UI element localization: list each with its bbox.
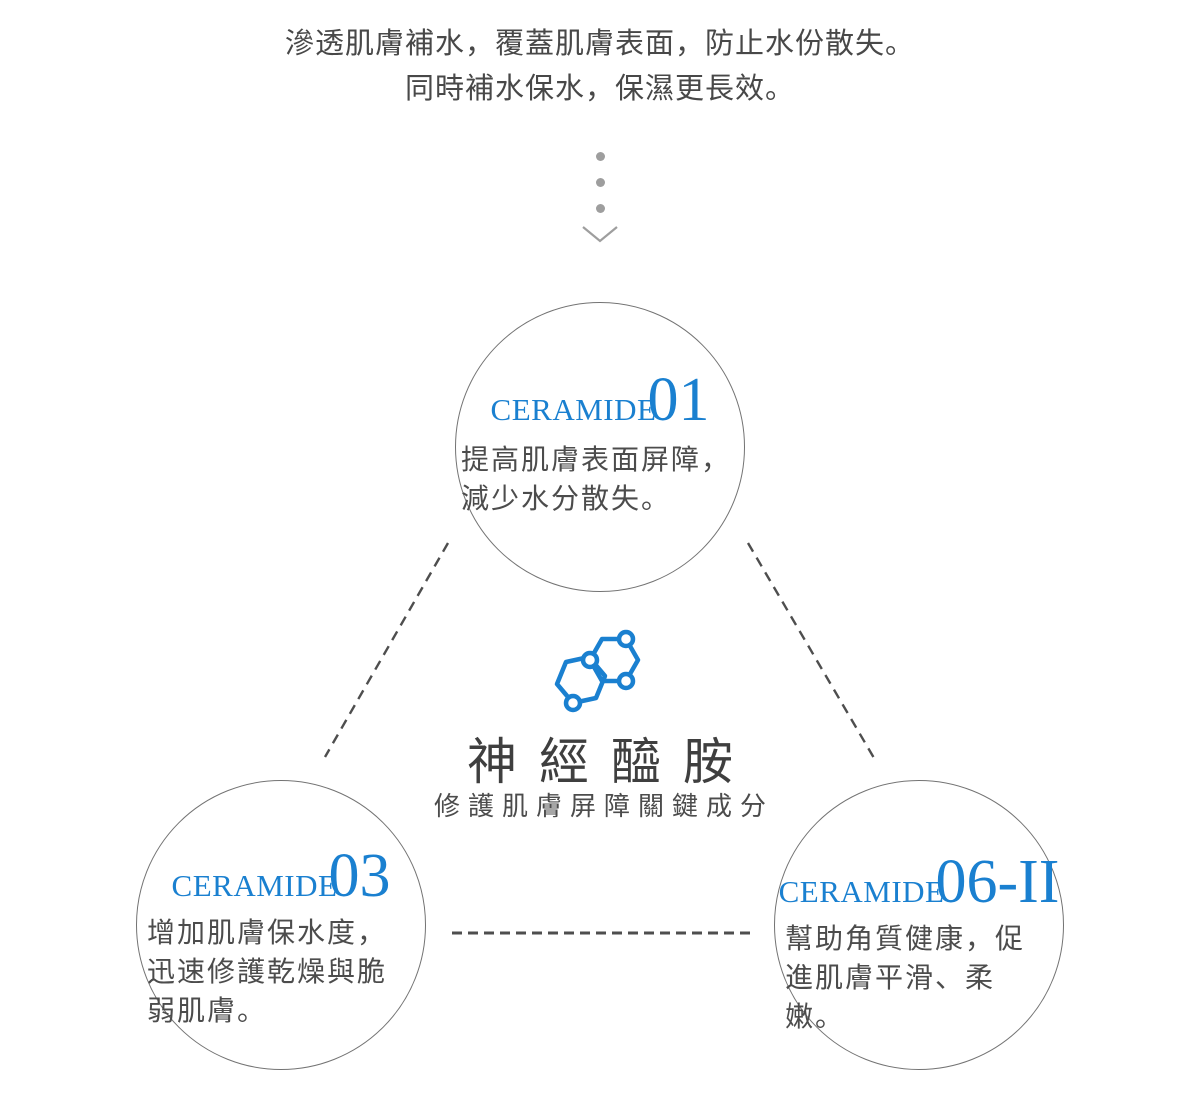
ceramide-06-ii-description: 幫助角質健康，促 進肌膚平滑、柔嫩。 (785, 923, 1026, 1032)
separator-dots (0, 152, 1200, 230)
ceramide-number-label: 03 (328, 842, 391, 910)
ceramide-number-label: 06-II (935, 848, 1060, 916)
ceramide-card-06-ii: CERAMIDE 06-II 幫助角質健康，促 進肌膚平滑、柔嫩。 (774, 780, 1064, 1070)
ceramide-01-title: CERAMIDE 01 (491, 369, 710, 431)
intro-text: 滲透肌膚補水，覆蓋肌膚表面，防止水份散失。 同時補水保水，保濕更長效。 (0, 22, 1200, 112)
ceramide-card-01: CERAMIDE 01 提高肌膚表面屏障， 減少水分散失。 (455, 302, 745, 592)
center-subtitle: 修護肌膚屏障關鍵成分 (433, 791, 774, 821)
dot-icon (595, 152, 605, 161)
ceramide-06-ii-title: CERAMIDE 06-II (779, 851, 1060, 913)
chevron-down-icon (582, 226, 618, 243)
ceramide-01-description: 提高肌膚表面屏障， 減少水分散失。 (461, 444, 732, 514)
intro-line-2: 同時補水保水，保濕更長效。 (404, 73, 795, 105)
dot-icon (595, 178, 605, 187)
ceramide-number-label: 01 (647, 366, 710, 434)
molecule-icon (554, 629, 641, 713)
dot-icon (595, 204, 605, 213)
ceramide-brand-label: CERAMIDE (778, 874, 945, 909)
intro-line-1: 滲透肌膚補水，覆蓋肌膚表面，防止水份散失。 (284, 28, 915, 60)
ceramide-03-description: 增加肌膚保水度， 迅速修護乾燥與脆 弱肌膚。 (147, 917, 388, 1026)
ceramide-card-03: CERAMIDE 03 增加肌膚保水度， 迅速修護乾燥與脆 弱肌膚。 (136, 780, 426, 1070)
ceramide-brand-label: CERAMIDE (490, 392, 657, 427)
ceramide-03-title: CERAMIDE 03 (172, 845, 391, 907)
center-title: 神經醯胺 (467, 734, 755, 790)
ceramide-brand-label: CERAMIDE (171, 868, 338, 903)
